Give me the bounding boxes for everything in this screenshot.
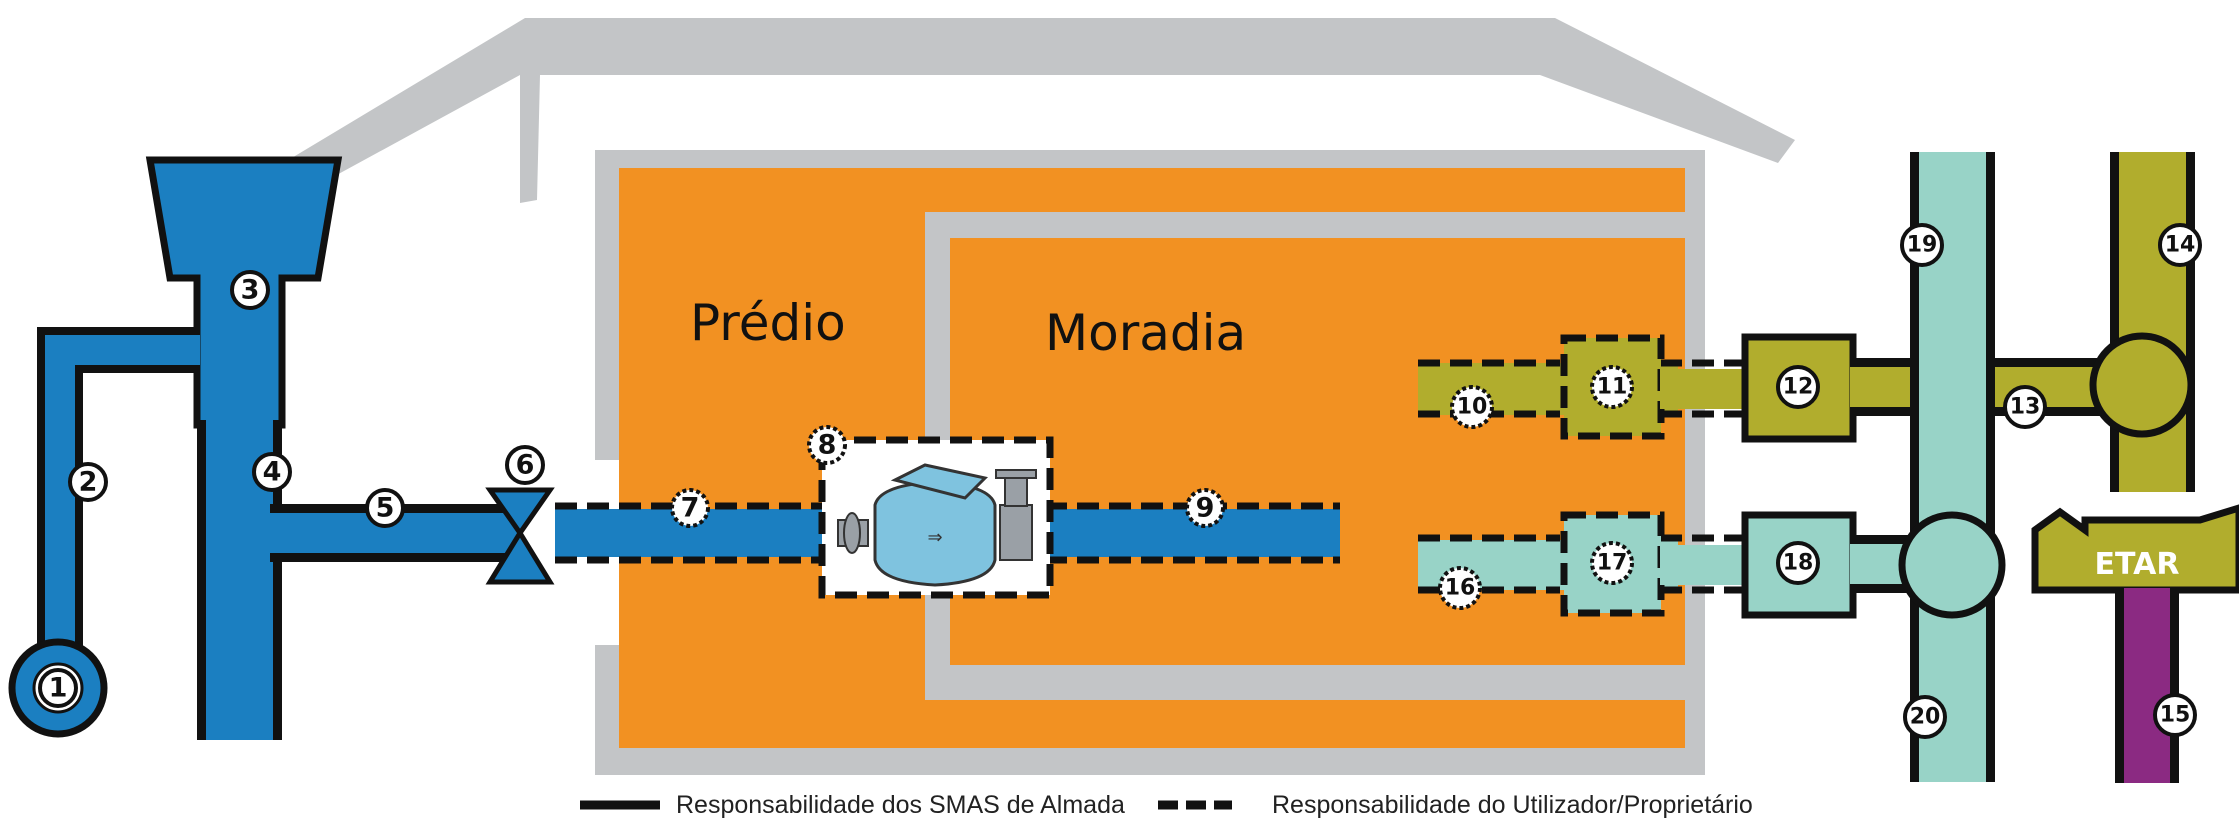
svg-text:9: 9 <box>1196 493 1215 524</box>
marker-14: 14 <box>2158 223 2202 267</box>
marker-4: 4 <box>252 452 292 492</box>
svg-text:3: 3 <box>241 275 260 306</box>
svg-text:11: 11 <box>1597 375 1628 400</box>
marker-17: 17 <box>1590 541 1634 585</box>
roof <box>285 18 1795 203</box>
dwelling-left-wall-lower <box>925 638 950 698</box>
legend-dashed-label: Responsabilidade do Utilizador/Proprietá… <box>1272 791 1753 819</box>
marker-18: 18 <box>1776 541 1820 585</box>
svg-text:8: 8 <box>818 430 837 461</box>
marker-8: 8 <box>807 425 847 465</box>
sewer-manhole <box>2089 332 2195 438</box>
legend: Responsabilidade dos SMAS de Almada Resp… <box>580 791 1753 819</box>
svg-text:⇒: ⇒ <box>927 527 942 548</box>
svg-text:19: 19 <box>1907 233 1938 258</box>
svg-text:1: 1 <box>49 673 68 704</box>
house <box>285 18 1795 775</box>
svg-text:13: 13 <box>2010 395 2041 420</box>
valve-icon <box>485 487 555 538</box>
svg-text:17: 17 <box>1597 551 1628 576</box>
marker-20: 20 <box>1903 695 1947 739</box>
svg-text:4: 4 <box>263 457 282 488</box>
label-etar: ETAR <box>2095 547 2180 582</box>
svg-text:10: 10 <box>1457 395 1488 420</box>
marker-3: 3 <box>230 270 270 310</box>
svg-text:14: 14 <box>2165 233 2196 258</box>
marker-19: 19 <box>1900 223 1944 267</box>
svg-text:7: 7 <box>681 493 700 524</box>
marker-9: 9 <box>1185 488 1225 528</box>
legend-solid-label: Responsabilidade dos SMAS de Almada <box>676 791 1125 819</box>
marker-13: 13 <box>2003 385 2047 429</box>
svg-text:12: 12 <box>1783 375 1814 400</box>
svg-text:16: 16 <box>1445 576 1476 601</box>
label-dwelling: Moradia <box>1045 304 1246 362</box>
dwelling-lower-wall <box>925 665 1685 689</box>
marker-10: 10 <box>1450 385 1494 429</box>
label-building: Prédio <box>690 294 846 352</box>
marker-11: 11 <box>1590 365 1634 409</box>
svg-text:15: 15 <box>2160 703 2191 728</box>
storm-manhole <box>1898 511 2006 619</box>
water-meter: ⇒ <box>818 436 1054 599</box>
marker-1: 1 <box>38 668 78 708</box>
svg-text:6: 6 <box>516 450 535 481</box>
marker-12: 12 <box>1776 365 1820 409</box>
marker-15: 15 <box>2153 693 2197 737</box>
marker-7: 7 <box>670 488 710 528</box>
marker-5: 5 <box>365 488 405 528</box>
svg-text:2: 2 <box>79 467 98 498</box>
marker-2: 2 <box>68 462 108 502</box>
rainwater-network <box>1418 152 2006 782</box>
svg-text:20: 20 <box>1910 705 1941 730</box>
marker-16: 16 <box>1438 566 1482 610</box>
etar-plant <box>2031 504 2239 594</box>
marker-6: 6 <box>505 445 545 485</box>
svg-text:5: 5 <box>376 493 395 524</box>
markers: 1 2 3 4 5 6 7 8 9 10 11 12 13 14 15 16 1… <box>38 223 2202 739</box>
svg-text:18: 18 <box>1783 551 1814 576</box>
